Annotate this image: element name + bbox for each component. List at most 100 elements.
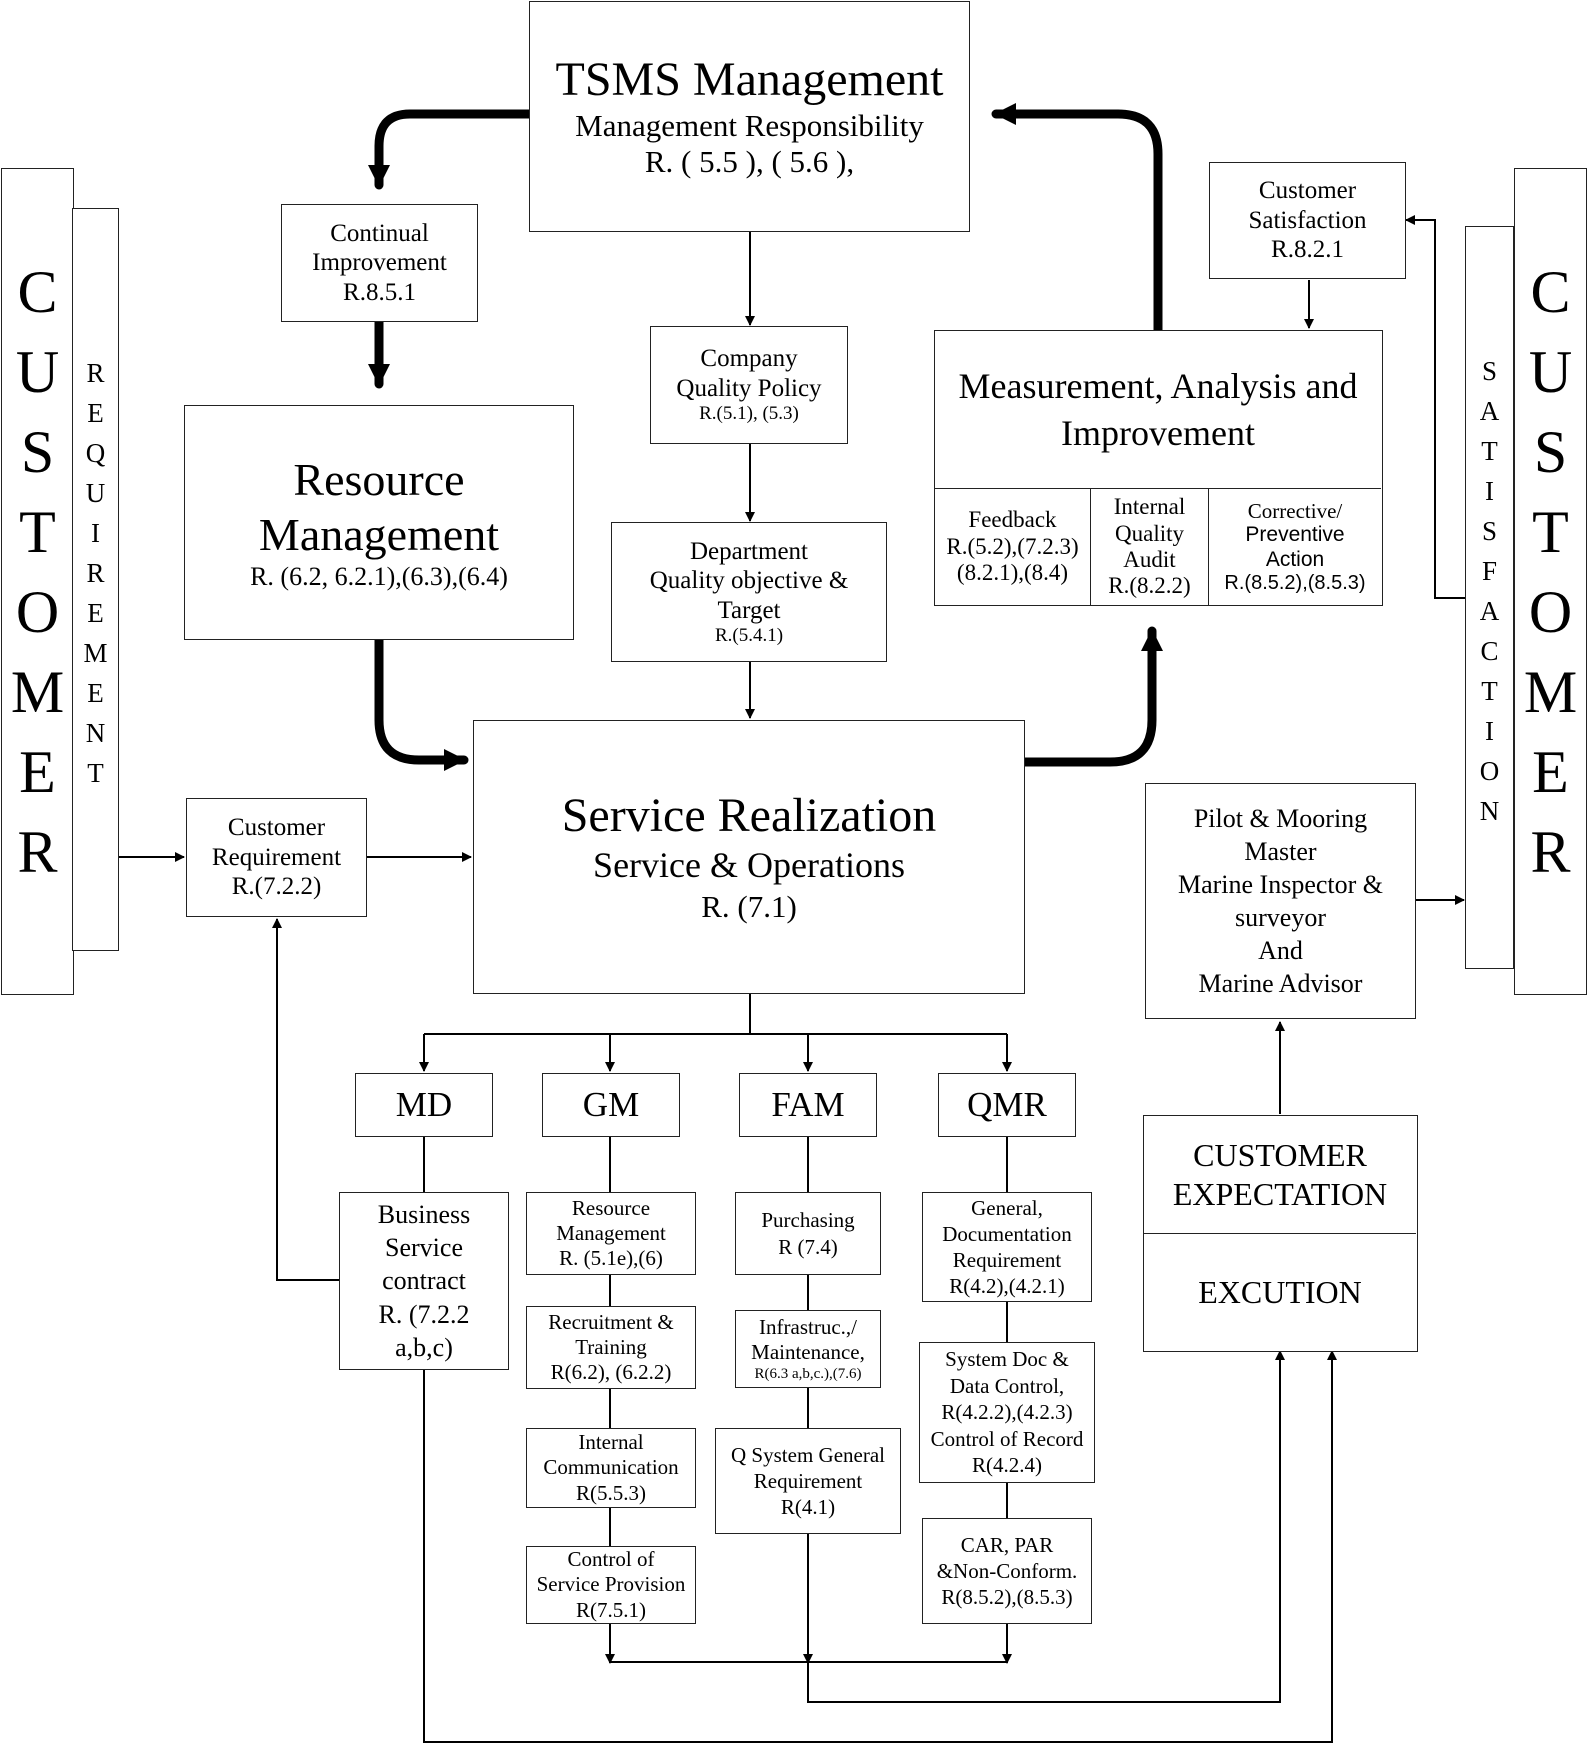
measurement-title-1: Measurement, Analysis and bbox=[958, 366, 1358, 407]
audit-reference: R.(8.2.2) bbox=[1108, 573, 1191, 599]
pilot-line-2: Master bbox=[1244, 836, 1317, 866]
audit-line-1: Internal bbox=[1113, 494, 1186, 520]
execution-cell: EXCUTION bbox=[1144, 1234, 1416, 1350]
md-label: MD bbox=[395, 1085, 453, 1125]
letter: N bbox=[1479, 795, 1500, 826]
dept-reference: R.(5.4.1) bbox=[714, 625, 784, 647]
measurement-column-divider bbox=[1090, 488, 1091, 605]
letter: E bbox=[1532, 738, 1569, 805]
resource-reference: R. (6.2, 6.2.1),(6.3),(6.4) bbox=[250, 562, 508, 592]
left-customer-bar: C U S T O M E R bbox=[1, 168, 74, 995]
letter: U bbox=[1528, 338, 1573, 405]
system-doc-data-control-box: System Doc & Data Control, R(4.2.2),(4.2… bbox=[919, 1342, 1095, 1483]
gm-resource-reference: R. (5.1e),(6) bbox=[559, 1246, 663, 1271]
letter: R bbox=[86, 357, 105, 388]
gm-label: GM bbox=[582, 1085, 640, 1125]
letter: I bbox=[1485, 475, 1494, 506]
business-service-contract-box: Business Service contract R. (7.2.2 a,b,… bbox=[339, 1192, 509, 1370]
letter: E bbox=[87, 597, 104, 628]
letter: R bbox=[17, 818, 58, 885]
expectation-header: CUSTOMER EXPECTATION bbox=[1144, 1116, 1416, 1233]
business-line-1: Business bbox=[377, 1199, 471, 1229]
arrow-satisfaction-bar-to-customer-satisfaction bbox=[1405, 215, 1465, 599]
bold-arrow-measurement-to-tsms bbox=[991, 103, 1163, 335]
pilot-line-5: And bbox=[1258, 936, 1303, 966]
qsystem-line-1: Q System General bbox=[731, 1442, 885, 1467]
measurement-column-divider bbox=[1208, 488, 1209, 605]
business-line-2: Service bbox=[385, 1233, 463, 1263]
internal-communication-box: Internal Communication R(5.5.3) bbox=[526, 1428, 696, 1508]
purchasing-box: Purchasing R (7.4) bbox=[735, 1192, 881, 1275]
bold-arrow-tsms-to-continual bbox=[368, 109, 535, 190]
letter: M bbox=[1523, 658, 1578, 725]
letter: M bbox=[83, 637, 108, 668]
letter: C bbox=[1480, 635, 1499, 666]
customer-requirement-box: Customer Requirement R.(7.2.2) bbox=[186, 798, 367, 917]
measurement-analysis-box: Measurement, Analysis and Improvement Fe… bbox=[934, 330, 1383, 606]
business-line-3: contract bbox=[382, 1266, 466, 1296]
letter: T bbox=[1481, 435, 1498, 466]
recruit-reference: R(6.2), (6.2.2) bbox=[550, 1360, 672, 1385]
pilot-mooring-box: Pilot & Mooring Master Marine Inspector … bbox=[1145, 783, 1416, 1019]
q-system-general-requirement-box: Q System General Requirement R(4.1) bbox=[715, 1428, 901, 1534]
feedback-line-3: (8.2.1),(8.4) bbox=[956, 560, 1069, 586]
qmr-box: QMR bbox=[938, 1073, 1076, 1137]
resource-title-1: Resource bbox=[293, 453, 465, 505]
letter: R bbox=[86, 557, 105, 588]
pilot-line-3: Marine Inspector & bbox=[1177, 869, 1384, 899]
resource-title-2: Management bbox=[258, 509, 500, 561]
feedback-line-2: R.(5.2),(7.2.3) bbox=[946, 533, 1079, 559]
dept-line-3: Target bbox=[717, 596, 781, 624]
system-doc-line-3: R(4.2.2),(4.2.3) bbox=[941, 1400, 1073, 1425]
corrective-line-3: Action bbox=[1265, 547, 1325, 571]
letter: O bbox=[1479, 755, 1500, 786]
letter: A bbox=[1479, 395, 1500, 426]
gm-resource-management-box: Resource Management R. (5.1e),(6) bbox=[526, 1192, 696, 1275]
measurement-divider bbox=[935, 488, 1381, 489]
audit-line-3: Audit bbox=[1123, 547, 1176, 572]
gm-resource-line-2: Management bbox=[556, 1220, 666, 1245]
arrow-business-to-execution bbox=[423, 1350, 1337, 1743]
resource-management-box: Resource Management R. (6.2, 6.2.1),(6.3… bbox=[184, 405, 574, 640]
control-service-line-1: Control of bbox=[567, 1547, 655, 1572]
letter: U bbox=[85, 477, 106, 508]
tsms-reference: R. ( 5.5 ), ( 5.6 ), bbox=[644, 144, 855, 180]
cust-req-line-2: Requirement bbox=[211, 843, 342, 871]
letter: Q bbox=[85, 437, 106, 468]
letter: T bbox=[19, 498, 56, 565]
car-par-nonconformance-box: CAR, PAR &Non-Conform. R(8.5.2),(8.5.3) bbox=[922, 1518, 1092, 1624]
pilot-line-6: Marine Advisor bbox=[1198, 969, 1363, 999]
system-doc-reference: R(4.2.4) bbox=[972, 1453, 1042, 1478]
letter: T bbox=[1481, 675, 1498, 706]
execution-label: EXCUTION bbox=[1198, 1273, 1362, 1310]
bold-arrow-resource-to-service bbox=[374, 635, 469, 771]
continual-line-2: Improvement bbox=[312, 249, 447, 277]
infra-line-1: Infrastruc.,/ bbox=[759, 1314, 857, 1339]
letter: U bbox=[15, 338, 60, 405]
arrow-business-to-customer-requirement bbox=[272, 918, 339, 1281]
letter: R bbox=[1530, 818, 1571, 885]
expectation-divider bbox=[1144, 1233, 1416, 1234]
recruit-line-1: Recruitment & bbox=[548, 1309, 674, 1334]
purchasing-line-1: Purchasing bbox=[761, 1208, 855, 1233]
letter: O bbox=[1528, 578, 1573, 645]
pilot-line-4: surveyor bbox=[1235, 903, 1326, 932]
infra-line-2: Maintenance, bbox=[751, 1340, 865, 1364]
service-title: Service Realization bbox=[561, 788, 937, 842]
continual-line-1: Continual bbox=[330, 219, 429, 247]
general-documentation-box: General, Documentation Requirement R(4.2… bbox=[922, 1192, 1092, 1302]
letter: M bbox=[10, 658, 65, 725]
letter: I bbox=[1485, 715, 1494, 746]
measurement-title-2: Improvement bbox=[1061, 412, 1255, 453]
service-realization-box: Service Realization Service & Operations… bbox=[473, 720, 1025, 994]
control-service-reference: R(7.5.1) bbox=[576, 1597, 646, 1622]
left-requirement-bar: R E Q U I R E M E N T bbox=[72, 208, 119, 951]
general-doc-reference: R(4.2),(4.2.1) bbox=[949, 1274, 1065, 1299]
gm-resource-line-1: Resource bbox=[571, 1195, 651, 1220]
internal-quality-audit-cell: Internal Quality Audit R.(8.2.2) bbox=[1091, 489, 1208, 605]
business-line-4: R. (7.2.2 bbox=[378, 1299, 470, 1329]
tsms-subtitle: Management Responsibility bbox=[575, 107, 924, 143]
letter: C bbox=[17, 258, 58, 325]
continual-reference: R.8.5.1 bbox=[343, 278, 416, 306]
letter: F bbox=[1481, 555, 1498, 586]
